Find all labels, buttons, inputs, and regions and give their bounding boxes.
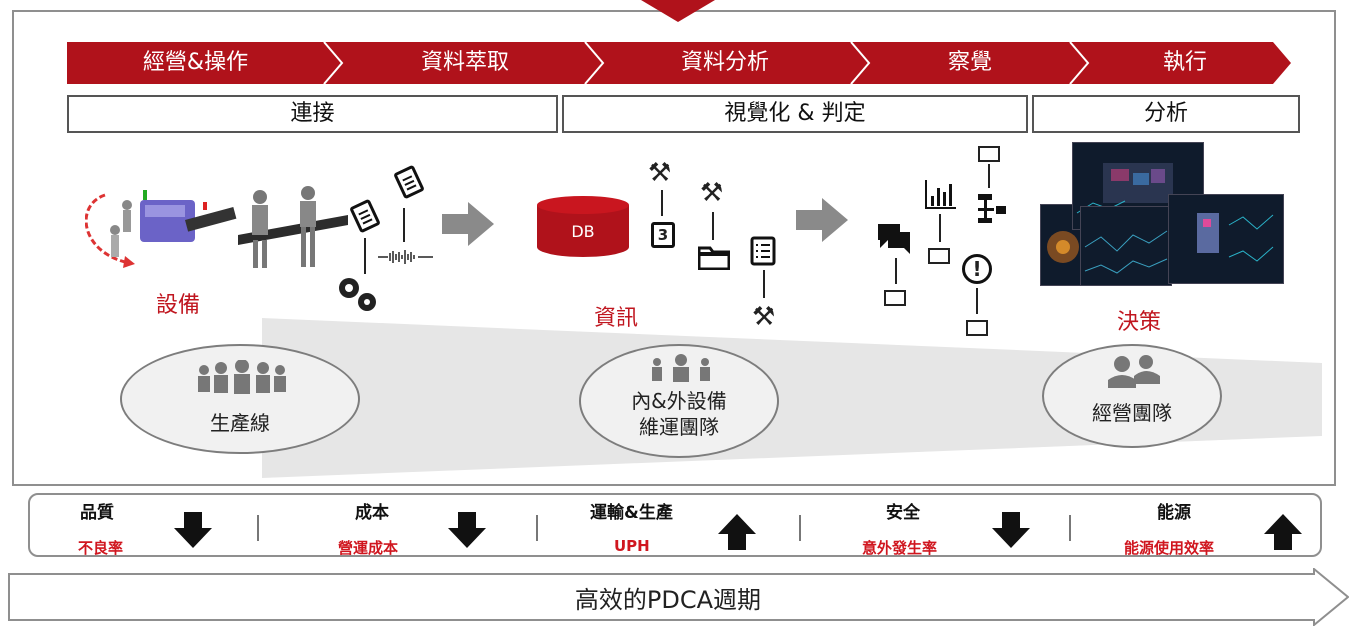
kpi-measure: 營運成本 xyxy=(338,539,399,557)
node-equipment: 設備 xyxy=(156,293,201,318)
tools-icon: ⚒ xyxy=(648,158,672,188)
kpi-separator xyxy=(536,515,538,541)
kpi-separator xyxy=(257,515,259,541)
team-label: 經營團隊 xyxy=(1092,401,1172,425)
arrow-down-icon xyxy=(992,512,1030,548)
alert-icon: ! xyxy=(962,254,992,284)
connector-line xyxy=(976,288,978,314)
kpi-name: 品質 xyxy=(80,503,114,523)
top-pointer xyxy=(641,0,715,22)
stage-divider xyxy=(1069,42,1090,84)
kpi-separator xyxy=(1069,515,1071,541)
team-production-line: 生產線 xyxy=(120,344,360,454)
team-label: 維運團隊 xyxy=(639,415,719,439)
stage-execution: 執行 xyxy=(1162,50,1207,75)
connector-line xyxy=(988,164,990,188)
machine-illustration xyxy=(85,190,237,268)
calendar-icon: 3 xyxy=(651,222,675,248)
node-information: 資訊 xyxy=(594,306,639,331)
kpi-name: 成本 xyxy=(355,503,389,523)
flowchart-icon xyxy=(978,194,1006,223)
pdca-cycle-label: 高效的PDCA週期 xyxy=(574,586,762,614)
process-flow-bar xyxy=(67,42,1291,84)
checklist-icon xyxy=(750,236,776,266)
stage-awareness: 察覺 xyxy=(947,50,992,75)
gears-icon xyxy=(339,278,376,311)
funnel-shape xyxy=(262,318,1322,478)
kpi-measure: 不良率 xyxy=(78,539,124,557)
signal-wave-icon xyxy=(378,250,433,264)
kpi-measure: 能源使用效率 xyxy=(1124,539,1215,557)
connector-line xyxy=(763,270,765,298)
team-management: 經營團隊 xyxy=(1042,344,1222,448)
connector-line xyxy=(364,238,366,274)
business-people-icon xyxy=(1108,355,1160,388)
arrow-up-icon xyxy=(1264,514,1302,550)
mail-icon xyxy=(928,248,950,264)
dashboard-screenshot xyxy=(1080,206,1172,286)
pdca-cycle-arrow xyxy=(8,568,1349,626)
team-label: 內&外設備 xyxy=(631,389,727,413)
dashboard-screenshot xyxy=(1168,194,1284,284)
team-maintenance: 內&外設備 維運團隊 xyxy=(579,344,779,458)
phase-analyze: 分析 xyxy=(1032,95,1300,133)
kpi-name: 能源 xyxy=(1157,503,1191,523)
kpi-name: 運輸&生產 xyxy=(590,503,673,523)
mail-icon xyxy=(884,290,906,306)
tools-icon: ⚒ xyxy=(700,178,724,208)
connector-line xyxy=(895,258,897,284)
stage-extraction: 資料萃取 xyxy=(420,50,509,75)
arrow-down-icon xyxy=(448,512,486,548)
kpi-separator xyxy=(799,515,801,541)
flow-arrow-icon xyxy=(796,198,848,242)
arrow-up-icon xyxy=(718,514,756,550)
flow-arrow-icon xyxy=(442,202,494,246)
connector-line xyxy=(712,212,714,240)
kpi-measure: 意外發生率 xyxy=(862,539,938,557)
process-bar-fill xyxy=(67,42,1291,84)
stage-divider xyxy=(850,42,871,84)
kpi-measure: UPH xyxy=(614,537,650,555)
phase-connect: 連接 xyxy=(67,95,558,133)
node-decision: 決策 xyxy=(1117,310,1162,335)
database-label: DB xyxy=(571,222,595,241)
tools-icon: ⚒ xyxy=(752,302,776,332)
chat-icon xyxy=(878,224,910,254)
dashboard-screenshot xyxy=(1040,204,1086,286)
mail-icon xyxy=(978,146,1000,162)
stage-analysis: 資料分析 xyxy=(680,50,769,75)
connector-line xyxy=(661,190,663,216)
kpi-name: 安全 xyxy=(886,503,920,523)
bar-chart-icon xyxy=(925,180,956,209)
workers-illustration xyxy=(238,186,348,268)
group-icon xyxy=(652,354,710,382)
team-label: 生產線 xyxy=(210,411,270,435)
phase-visualize: 視覺化 & 判定 xyxy=(562,95,1028,133)
arrow-down-icon xyxy=(174,512,212,548)
folder-icon xyxy=(698,246,730,270)
stage-operation: 經營&操作 xyxy=(142,50,249,75)
kpi-bar xyxy=(28,493,1322,557)
group-icon xyxy=(198,360,286,394)
database-icon xyxy=(537,196,629,257)
mail-icon xyxy=(966,320,988,336)
stage-divider xyxy=(584,42,605,84)
stage-divider xyxy=(323,42,344,84)
connector-line xyxy=(939,214,941,242)
connector-line xyxy=(403,208,405,242)
